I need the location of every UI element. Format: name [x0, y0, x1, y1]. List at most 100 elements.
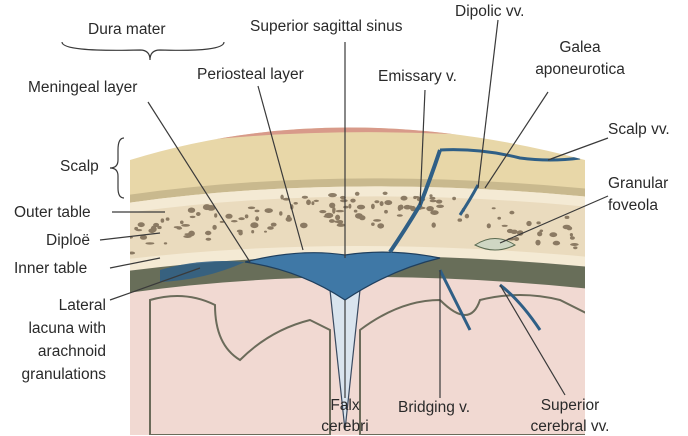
- label-outer-table: Outer table: [14, 204, 91, 221]
- leader-lines: [99, 19, 609, 398]
- superior-sagittal-sinus: [244, 251, 441, 301]
- diploe-hole: [569, 233, 574, 237]
- label-periosteal-layer: Periosteal layer: [197, 66, 304, 83]
- diploe-hole: [279, 211, 283, 216]
- label-lateral-line3: arachnoid: [37, 343, 106, 360]
- diploe-hole: [254, 209, 260, 213]
- tissue-layers: [130, 127, 585, 435]
- diploe-hole: [137, 222, 145, 228]
- diploe-hole: [384, 200, 393, 206]
- diploe-hole: [332, 208, 336, 214]
- diploe-hole: [397, 205, 402, 211]
- diploe-hole: [429, 196, 436, 200]
- label-falx-line1: Falx: [330, 397, 360, 414]
- label-dipolic-vv: Dipolic vv.: [455, 3, 525, 20]
- diploe-hole: [396, 214, 403, 217]
- diploe-hole: [255, 216, 259, 222]
- diploe-hole: [251, 230, 255, 234]
- diploe-hole: [457, 218, 463, 222]
- diploe-hole: [139, 235, 148, 240]
- diploe-hole: [350, 198, 356, 203]
- diploe-hole: [573, 246, 578, 250]
- label-meningeal-layer: Meningeal layer: [28, 79, 138, 96]
- diploe-hole: [549, 232, 558, 238]
- diploe-hole: [426, 206, 434, 212]
- label-lateral-line4: granulations: [21, 366, 106, 383]
- label-bridging-v: Bridging v.: [398, 399, 471, 416]
- diploe-hole: [374, 200, 380, 204]
- lateral-lacuna: [160, 261, 245, 282]
- diploe-hole: [429, 194, 433, 198]
- diploe-hole: [329, 219, 335, 223]
- diploe-hole: [526, 220, 532, 227]
- diploe-hole: [238, 217, 245, 221]
- diploe-hole: [264, 208, 273, 214]
- diploe-hole: [464, 213, 470, 219]
- diploe-hole: [379, 201, 384, 207]
- diploe-hole: [373, 219, 382, 222]
- diploe-hole: [157, 225, 162, 230]
- diploe-hole: [359, 215, 366, 221]
- diploe-hole: [202, 204, 211, 211]
- diploe-hole: [328, 193, 337, 198]
- diploe-hole: [130, 236, 134, 239]
- diploe-hole: [552, 240, 561, 246]
- label-superior-line2: cerebral vv.: [530, 418, 610, 435]
- diploe-hole: [247, 206, 256, 210]
- inner-table-band: [130, 246, 585, 272]
- diploe-hole: [231, 220, 238, 223]
- outer-table-band: [130, 186, 585, 214]
- label-scalp-vv: Scalp vv.: [608, 121, 670, 138]
- diploe-hole: [264, 230, 267, 233]
- diploe-hole: [165, 217, 170, 221]
- diploe-hole: [343, 205, 349, 209]
- diploe-hole: [452, 196, 456, 201]
- diploe-hole: [163, 242, 168, 245]
- label-inner-table: Inner table: [14, 260, 88, 277]
- diploe-hole: [134, 226, 139, 231]
- label-emissary-v: Emissary v.: [378, 68, 457, 85]
- diploe-hole: [486, 223, 491, 229]
- diploe-hole: [435, 199, 443, 204]
- diploe-hole: [300, 222, 308, 229]
- diploe-hole: [429, 199, 437, 203]
- diploe-hole: [535, 239, 541, 246]
- diploe-hole: [293, 202, 298, 205]
- diploe-hole: [306, 199, 311, 206]
- label-superior-sagittal-sinus: Superior sagittal sinus: [250, 18, 403, 35]
- diploe-hole: [400, 195, 408, 201]
- diploe-hole: [413, 195, 417, 200]
- diploe-hole: [173, 226, 182, 229]
- diploe-hole: [569, 236, 575, 240]
- diploe-hole: [497, 216, 502, 220]
- diploe-hole: [510, 229, 518, 234]
- diploe-hole: [313, 199, 319, 202]
- label-falx-line2: cerebri: [321, 418, 369, 435]
- diploe-hole: [181, 224, 191, 227]
- diploic-vein: [458, 184, 480, 216]
- diploe-hole: [436, 204, 444, 208]
- diploe-hole: [180, 220, 184, 225]
- label-lateral-line2: lacuna with: [28, 320, 106, 337]
- diploe-hole: [336, 223, 346, 227]
- diploe-hole: [491, 207, 496, 210]
- label-scalp: Scalp: [60, 158, 99, 175]
- diploe-hole: [319, 210, 327, 214]
- diploe-hole: [329, 202, 336, 209]
- diploe-hole: [348, 203, 352, 209]
- galea-band: [130, 178, 585, 204]
- diploe-hole: [153, 222, 160, 228]
- diploe-hole: [410, 205, 416, 212]
- diploe-hole: [509, 210, 515, 215]
- label-diploe: Diploë: [46, 232, 90, 249]
- diploe-hole: [539, 229, 544, 233]
- diploe-hole: [323, 215, 332, 218]
- label-galea-line2: aponeurotica: [535, 61, 625, 78]
- diploe-hole: [353, 209, 358, 213]
- diploe-hole: [196, 212, 201, 216]
- diploe-hole: [384, 209, 388, 214]
- bridging-vein: [438, 269, 472, 331]
- diploe-hole: [225, 213, 233, 219]
- label-superior-line1: Superior: [540, 397, 600, 414]
- diploe-hole: [285, 216, 292, 222]
